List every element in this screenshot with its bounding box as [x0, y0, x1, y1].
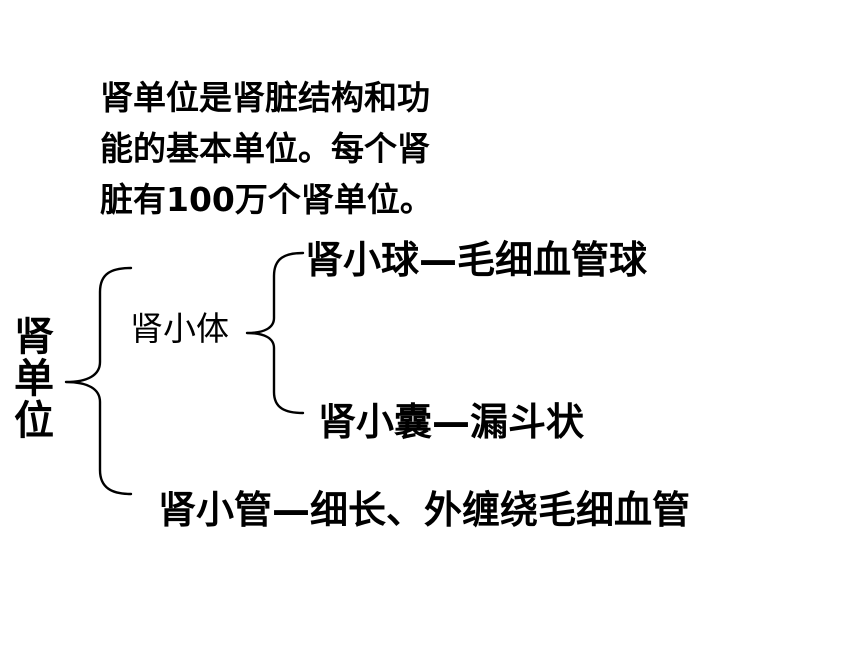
nephron-label: 肾单位: [14, 314, 54, 444]
intro-line-3: 脏有100万个肾单位。: [100, 180, 433, 219]
inner-brace: [245, 251, 305, 415]
intro-text: 肾单位是肾脏结构和功 能的基本单位。每个肾 脏有100万个肾单位。: [100, 72, 500, 225]
glomerulus-label: 肾小球—毛细血管球: [305, 238, 648, 282]
renal-corpuscle-label: 肾小体: [130, 309, 229, 348]
intro-line-2: 能的基本单位。每个肾: [100, 129, 430, 168]
renal-capsule-label: 肾小囊—漏斗状: [318, 400, 585, 444]
renal-tubule-label: 肾小管—细长、外缠绕毛细血管: [158, 488, 691, 532]
intro-line-1: 肾单位是肾脏结构和功: [100, 78, 430, 117]
outer-brace: [64, 266, 133, 496]
